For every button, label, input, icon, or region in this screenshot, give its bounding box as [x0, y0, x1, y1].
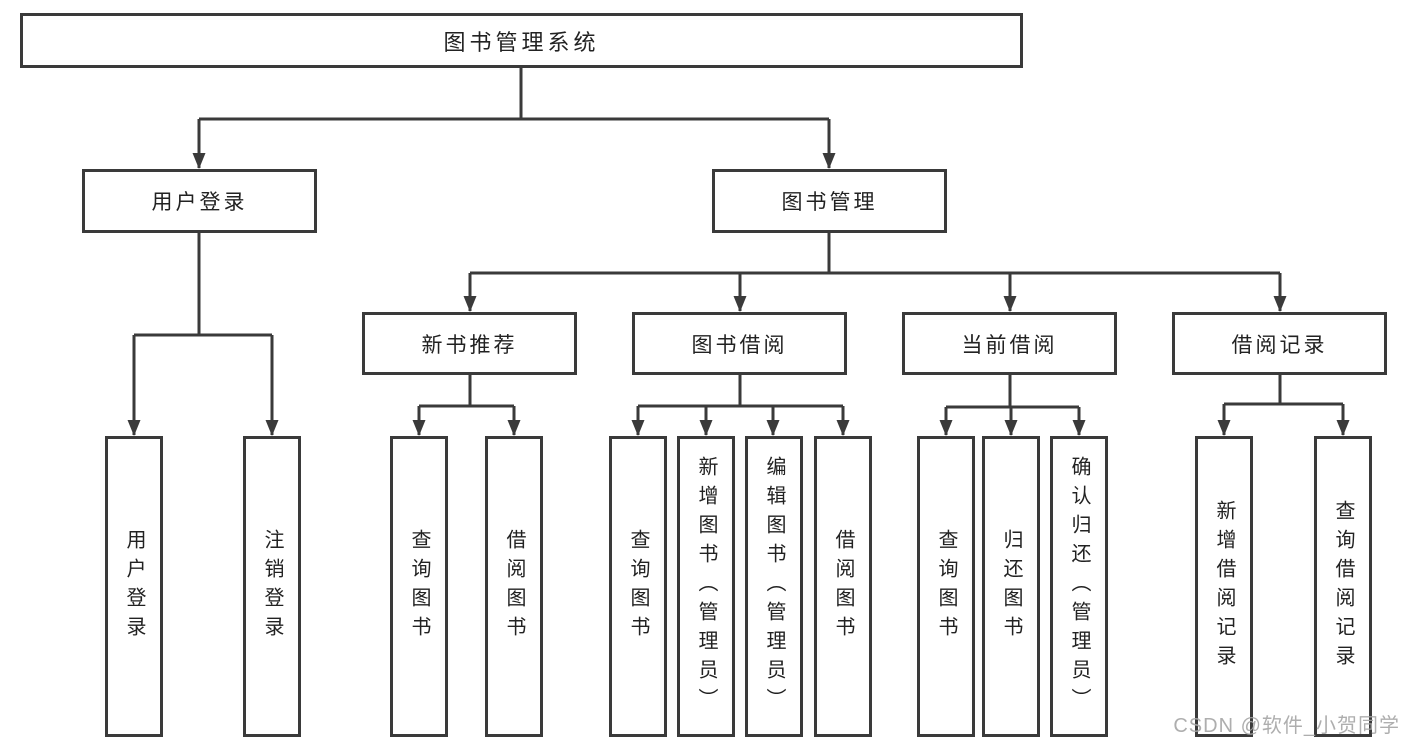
leaf-add-borrow-record: 新增借阅记录: [1195, 436, 1253, 737]
leaf-add-book-admin: 新增图书（管理员）: [677, 436, 735, 737]
leaf-borrow-books: 借阅图书: [814, 436, 872, 737]
node-label: 确认归还（管理员）: [1068, 456, 1090, 717]
leaf-edit-book-admin: 编辑图书（管理员）: [745, 436, 803, 737]
leaf-query-books-current: 查询图书: [917, 436, 975, 737]
leaf-confirm-return-admin: 确认归还（管理员）: [1050, 436, 1108, 737]
node-label: 图书管理系统: [443, 29, 600, 55]
leaf-query-borrow-record: 查询借阅记录: [1314, 436, 1372, 737]
node-label: 图书管理: [781, 191, 878, 214]
node-label: 新增借阅记录: [1213, 499, 1235, 674]
node-label: 用户登录: [123, 528, 145, 645]
node-user-login: 用户登录: [82, 169, 317, 233]
watermark: CSDN @软件_小贺同学: [1173, 715, 1400, 737]
connector-arrows: [127, 119, 1350, 436]
leaf-user-login: 用户登录: [105, 436, 163, 737]
node-label: 查询借阅记录: [1332, 499, 1354, 674]
leaf-borrow-books-recommend: 借阅图书: [485, 436, 543, 737]
leaf-query-books-borrow: 查询图书: [609, 436, 667, 737]
node-label: 图书借阅: [691, 333, 788, 357]
node-current-borrowing: 当前借阅: [902, 312, 1117, 375]
node-label: 查询图书: [627, 528, 649, 645]
node-label: 借阅图书: [832, 528, 854, 645]
node-label: 新书推荐: [421, 333, 518, 357]
node-label: 当前借阅: [961, 333, 1058, 357]
node-book-borrowing: 图书借阅: [632, 312, 847, 375]
node-label: 归还图书: [1000, 528, 1022, 645]
connector-trunks: [134, 68, 1343, 409]
node-label: 查询图书: [935, 528, 957, 645]
node-label: 注销登录: [261, 528, 283, 645]
node-book-management: 图书管理: [712, 169, 947, 233]
node-label: 借阅记录: [1231, 333, 1328, 357]
leaf-query-books-recommend: 查询图书: [390, 436, 448, 737]
node-new-book-recommendation: 新书推荐: [362, 312, 577, 375]
node-label: 用户登录: [151, 191, 248, 214]
node-borrowing-records: 借阅记录: [1172, 312, 1387, 375]
node-root: 图书管理系统: [20, 13, 1023, 68]
leaf-logout: 注销登录: [243, 436, 301, 737]
leaf-return-books: 归还图书: [982, 436, 1040, 737]
node-label: 查询图书: [408, 528, 430, 645]
node-label: 编辑图书（管理员）: [763, 456, 785, 717]
node-label: 借阅图书: [503, 528, 525, 645]
node-label: 新增图书（管理员）: [695, 456, 717, 717]
